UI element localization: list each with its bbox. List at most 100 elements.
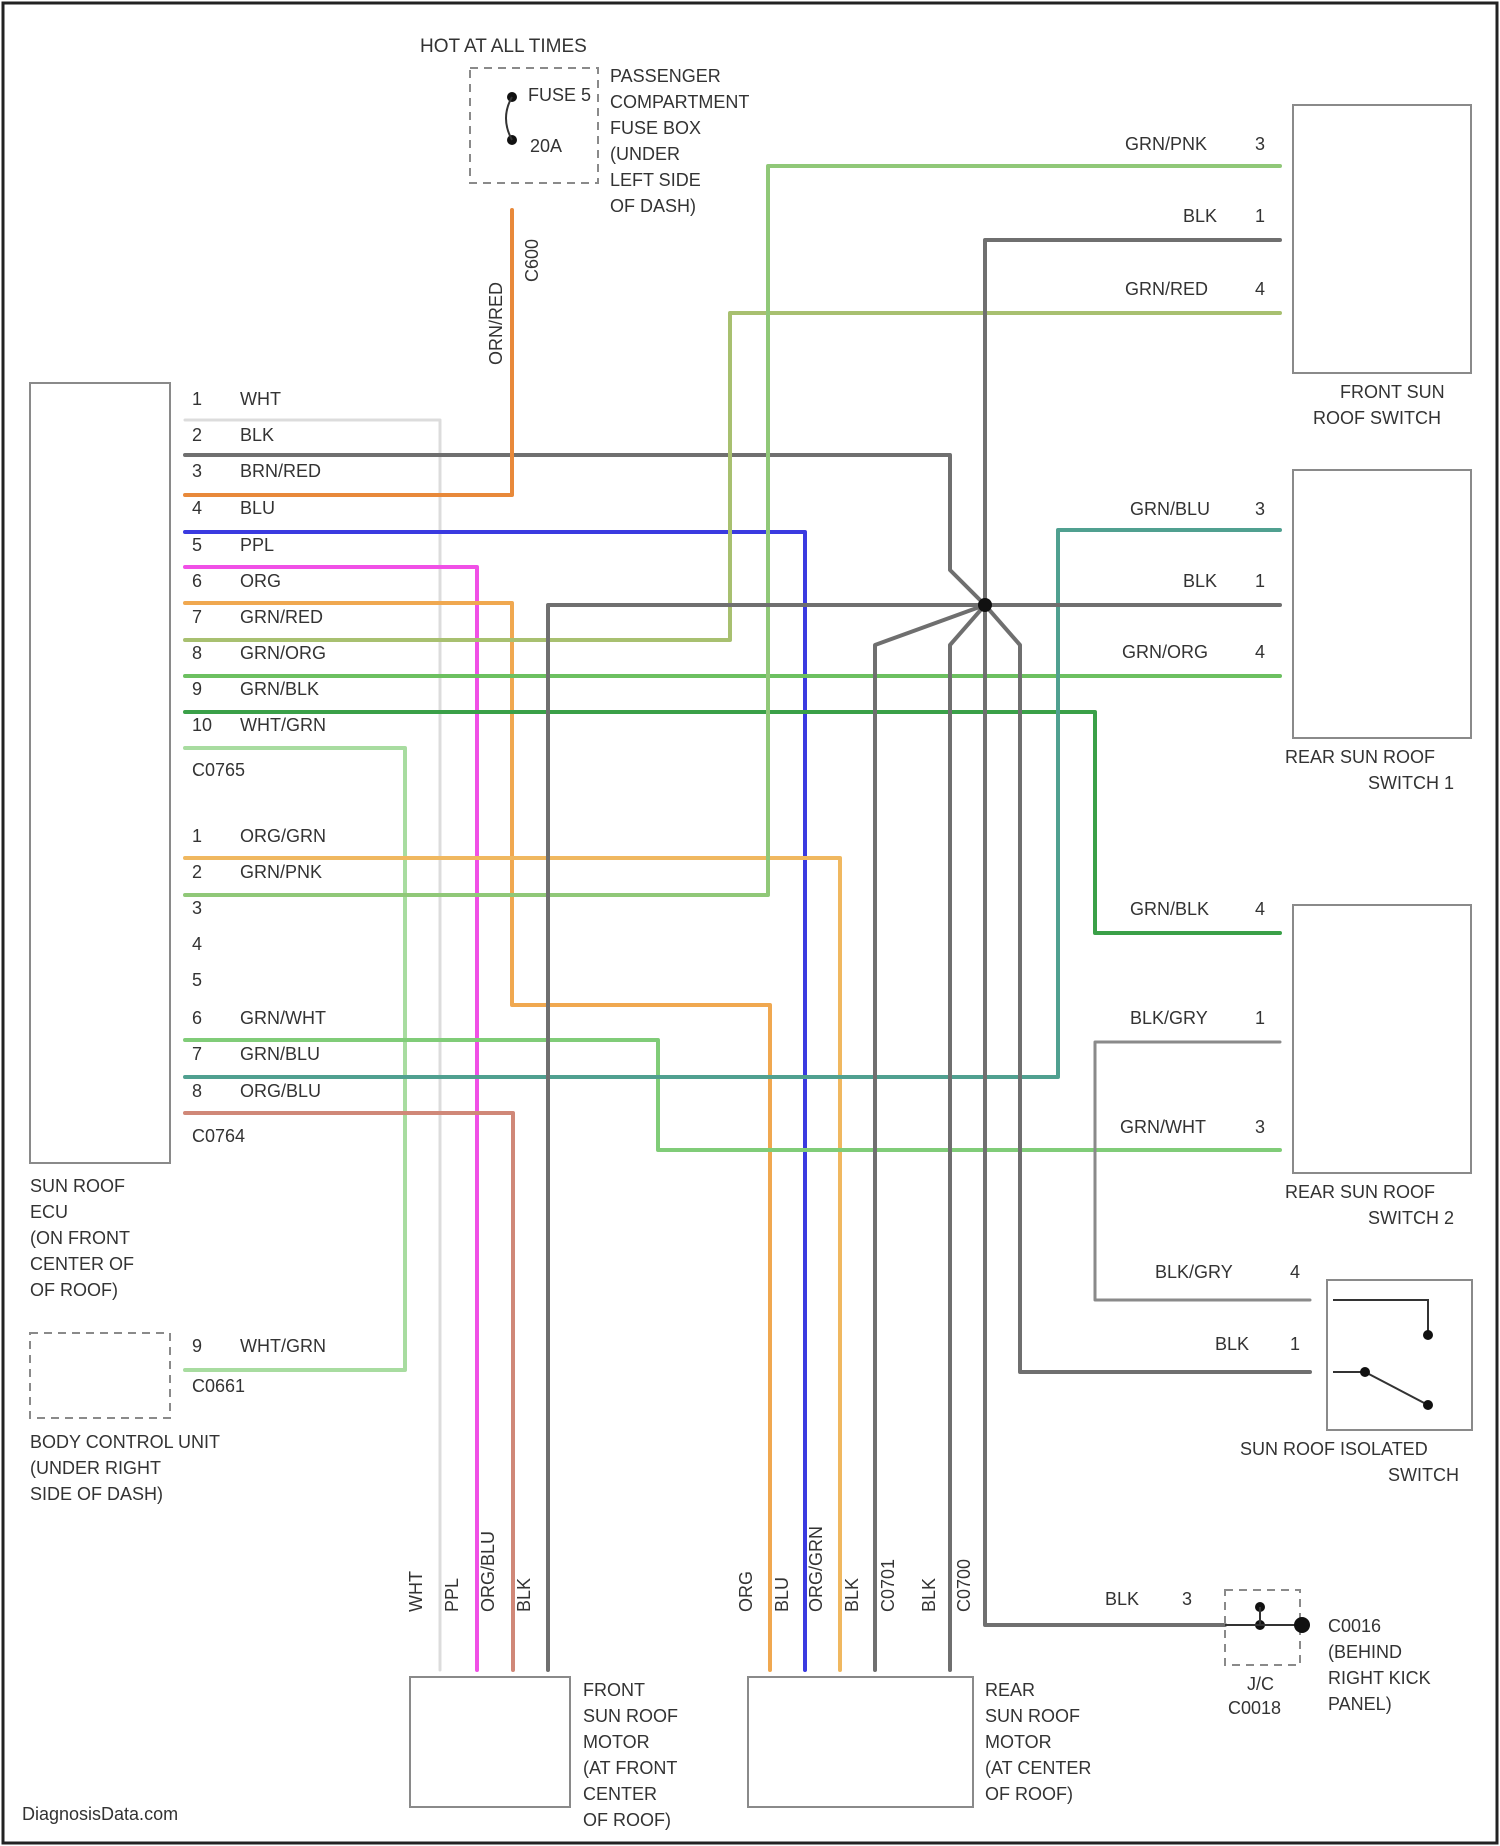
rear-switch-1-name-2: SWITCH 1 (1368, 773, 1454, 793)
bcu-pin: 9 (192, 1336, 202, 1356)
rear-motor-wire-5: C0701 (878, 1559, 898, 1612)
bcu-name-line-1: BODY CONTROL UNIT (30, 1432, 220, 1452)
rear-switch-2-box (1293, 905, 1471, 1173)
ecu-a-pin-3-num: 3 (192, 461, 202, 481)
ecu-a-pin-1-num: 1 (192, 389, 202, 409)
rear-switch-2-pin-4-num: 4 (1255, 899, 1265, 919)
ecu-b-pin-1-num: 1 (192, 826, 202, 846)
ecu-b-pin-1-wire: ORG/GRN (240, 826, 326, 846)
front-motor-name-3: MOTOR (583, 1732, 650, 1752)
fuse-name: FUSE 5 (528, 85, 591, 105)
ecu-name-line-4: CENTER OF (30, 1254, 134, 1274)
isolated-pin-1-wire: BLK (1215, 1334, 1249, 1354)
rear-motor-name-2: SUN ROOF (985, 1706, 1080, 1726)
isolated-switch-contact-3 (1423, 1400, 1433, 1410)
front-switch-pin-1-num: 1 (1255, 206, 1265, 226)
fuse-box-line-5: LEFT SIDE (610, 170, 701, 190)
ecu-name-line-3: (ON FRONT (30, 1228, 130, 1248)
front-switch-box (1293, 105, 1471, 373)
rear-switch-1-pin-4-wire: GRN/ORG (1122, 642, 1208, 662)
ecu-a-pin-7-num: 7 (192, 607, 202, 627)
fuse-terminal-bottom (507, 135, 517, 145)
rear-switch-2-pin-1-num: 1 (1255, 1008, 1265, 1028)
rear-motor-wire-2: BLU (772, 1577, 792, 1612)
rear-motor-box (748, 1677, 973, 1807)
fuse-rating: 20A (530, 136, 562, 156)
rear-motor-name-4: (AT CENTER (985, 1758, 1091, 1778)
ground-wire: BLK (1105, 1589, 1139, 1609)
rear-switch-1-pin-3-num: 3 (1255, 499, 1265, 519)
ground-name-3: RIGHT KICK (1328, 1668, 1431, 1688)
front-motor-name-4: (AT FRONT (583, 1758, 677, 1778)
ground-point (1294, 1617, 1310, 1633)
outer-frame (3, 3, 1497, 1843)
rear-switch-1-box (1293, 470, 1471, 738)
front-switch-pin-1-wire: BLK (1183, 206, 1217, 226)
front-motor-name-6: OF ROOF) (583, 1810, 671, 1830)
ecu-a-pin-9-num: 9 (192, 679, 202, 699)
front-motor-wire-1: WHT (406, 1571, 426, 1612)
fuse-icon (506, 97, 512, 140)
ecu-connector-b-label: C0764 (192, 1126, 245, 1146)
ecu-name-line-1: SUN ROOF (30, 1176, 125, 1196)
front-switch-pin-3-wire: GRN/PNK (1125, 134, 1207, 154)
ecu-b-pin-6-num: 6 (192, 1008, 202, 1028)
front-switch-pin-4-wire: GRN/RED (1125, 279, 1208, 299)
ecu-b-pin-5-num: 5 (192, 970, 202, 990)
rear-motor-name-1: REAR (985, 1680, 1035, 1700)
bcu-name-line-2: (UNDER RIGHT (30, 1458, 161, 1478)
ecu-connector-b: 1 ORG/GRN 2 GRN/PNK 3 4 5 6 GRN/WHT 7 GR… (192, 826, 326, 1146)
ecu-a-pin-8-num: 8 (192, 643, 202, 663)
fuse-connector-label: C600 (522, 239, 542, 282)
jc-label: J/C (1247, 1674, 1274, 1694)
ecu-connector-a-label: C0765 (192, 760, 245, 780)
front-motor-box (410, 1677, 570, 1807)
power-title: HOT AT ALL TIMES (420, 36, 587, 57)
isolated-pin-4-wire: BLK/GRY (1155, 1262, 1233, 1282)
ecu-name-line-2: ECU (30, 1202, 68, 1222)
rear-switch-2-name-1: REAR SUN ROOF (1285, 1182, 1435, 1202)
rear-switch-2-name-2: SWITCH 2 (1368, 1208, 1454, 1228)
isolated-pin-1-num: 1 (1290, 1334, 1300, 1354)
isolated-name-2: SWITCH (1388, 1465, 1459, 1485)
ecu-a-pin-4-wire: BLU (240, 498, 275, 518)
bcu-box (30, 1333, 170, 1418)
ground-name-1: C0016 (1328, 1616, 1381, 1636)
ecu-a-pin-5-num: 5 (192, 535, 202, 555)
rear-switch-1-pin-1-wire: BLK (1183, 571, 1217, 591)
isolated-switch-contact-1 (1423, 1330, 1433, 1340)
front-motor-name-2: SUN ROOF (583, 1706, 678, 1726)
isolated-switch-box (1327, 1280, 1472, 1430)
rear-switch-2-pin-3-num: 3 (1255, 1117, 1265, 1137)
bcu-connector: C0661 (192, 1376, 245, 1396)
ecu-b-pin-8-num: 8 (192, 1081, 202, 1101)
front-switch-pin-3-num: 3 (1255, 134, 1265, 154)
ecu-name-line-5: OF ROOF) (30, 1280, 118, 1300)
bcu-wire: WHT/GRN (240, 1336, 326, 1356)
rear-switch-1-pin-1-num: 1 (1255, 571, 1265, 591)
wire-ppl (185, 567, 477, 1670)
fuse-box-line-6: OF DASH) (610, 196, 696, 216)
rear-motor-name-3: MOTOR (985, 1732, 1052, 1752)
ecu-a-pin-6-wire: ORG (240, 571, 281, 591)
ground-num: 3 (1182, 1589, 1192, 1609)
rear-switch-2-pin-1-wire: BLK/GRY (1130, 1008, 1208, 1028)
bcu-name-line-3: SIDE OF DASH) (30, 1484, 163, 1504)
ecu-b-pin-2-num: 2 (192, 862, 202, 882)
front-switch-pin-4-num: 4 (1255, 279, 1265, 299)
wire-blk-rear-motor-a (875, 605, 985, 1670)
wire-grn-blu (185, 530, 1280, 1077)
rear-switch-2-pin-4-wire: GRN/BLK (1130, 899, 1209, 919)
wire-grn-wht (185, 1040, 1280, 1150)
front-switch-name-2: ROOF SWITCH (1313, 408, 1441, 428)
isolated-switch-contact-2 (1360, 1367, 1370, 1377)
wire-grn-red (185, 313, 1280, 640)
front-motor-wire-2: PPL (442, 1578, 462, 1612)
ecu-connector-a: 1 WHT 2 BLK 3 BRN/RED 4 BLU 5 PPL 6 ORG … (192, 389, 326, 780)
wire-orn-red-power (185, 210, 512, 495)
rear-motor-wire-7: C0700 (954, 1559, 974, 1612)
ecu-a-pin-8-wire: GRN/ORG (240, 643, 326, 663)
rear-motor-wire-6: BLK (919, 1578, 939, 1612)
ground-name-2: (BEHIND (1328, 1642, 1402, 1662)
